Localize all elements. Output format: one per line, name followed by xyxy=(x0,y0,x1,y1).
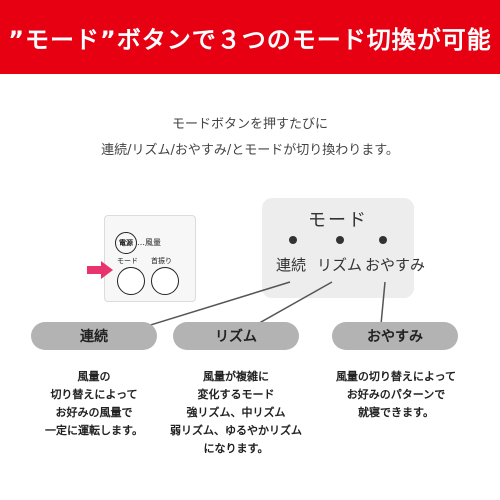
mode-pill-label: リズム xyxy=(215,329,257,345)
remote-small: 電源 …風量 モード 首振り xyxy=(104,215,196,302)
mode-pill-label: 連続 xyxy=(80,329,108,345)
mode-description-rhythm: 風量が複雑に 変化するモード 強リズム、中リズム 弱リズム、ゆるやかリズム にな… xyxy=(156,368,316,458)
swing-label: 首振り xyxy=(151,257,172,265)
mode-label: モード xyxy=(117,257,138,265)
power-button[interactable]: 電源 xyxy=(115,232,137,254)
description-line: 風量の xyxy=(77,370,111,383)
mode-indicator-panel: モード 連続 リズム おやすみ xyxy=(262,198,425,298)
mode-description-sleep: 風量の切り替えによって お好みのパターンで 就寝できます。 xyxy=(320,368,472,422)
description-line: 就寝できます。 xyxy=(358,406,434,419)
description-line: 一定に運転します。 xyxy=(45,424,143,437)
mode-button[interactable] xyxy=(117,267,145,295)
description-line: 風量の切り替えによって xyxy=(335,370,457,383)
description-line: お好みの風量で xyxy=(55,406,133,419)
description-line: 切り替えによって xyxy=(50,388,138,401)
mode-panel-title: モード xyxy=(308,210,368,231)
description-line: 変化するモード xyxy=(197,388,275,401)
page-title: ”モード”ボタンで３つのモード切換が可能 xyxy=(8,25,492,54)
pointer-arrow-icon xyxy=(87,261,113,279)
fan-label: …風量 xyxy=(137,238,161,247)
description-line: 弱リズム、ゆるやかリズム xyxy=(170,424,302,437)
intro-line-2: 連続/リズム/おやすみ/とモードが切り換わります。 xyxy=(101,143,399,158)
intro-line-1: モードボタンを押すたびに xyxy=(171,117,328,132)
mode-pill-label: おやすみ xyxy=(367,329,423,345)
mode-led-sleep xyxy=(379,236,387,244)
header-banner: ”モード”ボタンで３つのモード切換が可能 xyxy=(0,0,500,74)
mode-pill-sleep: おやすみ xyxy=(332,322,458,350)
description-line: になります。 xyxy=(203,442,269,455)
description-line: お好みのパターンで xyxy=(346,388,446,401)
mode-pill-continuous: 連続 xyxy=(31,322,157,350)
swing-button[interactable] xyxy=(151,267,179,295)
description-line: 風量が複雑に xyxy=(203,370,269,383)
mode-description-continuous: 風量の 切り替えによって お好みの風量で 一定に運転します。 xyxy=(14,368,174,440)
mode-led-rhythm xyxy=(336,236,344,244)
mode-pill-rhythm: リズム xyxy=(173,322,299,350)
mode-panel-label-rhythm: リズム xyxy=(317,256,363,274)
intro-text: モードボタンを押すたびに 連続/リズム/おやすみ/とモードが切り換わります。 xyxy=(0,112,500,164)
description-line: 強リズム、中リズム xyxy=(186,406,286,419)
mode-panel-label-continuous: 連続 xyxy=(276,256,307,274)
mode-led-continuous xyxy=(289,236,297,244)
mode-panel-label-sleep: おやすみ xyxy=(365,256,426,274)
